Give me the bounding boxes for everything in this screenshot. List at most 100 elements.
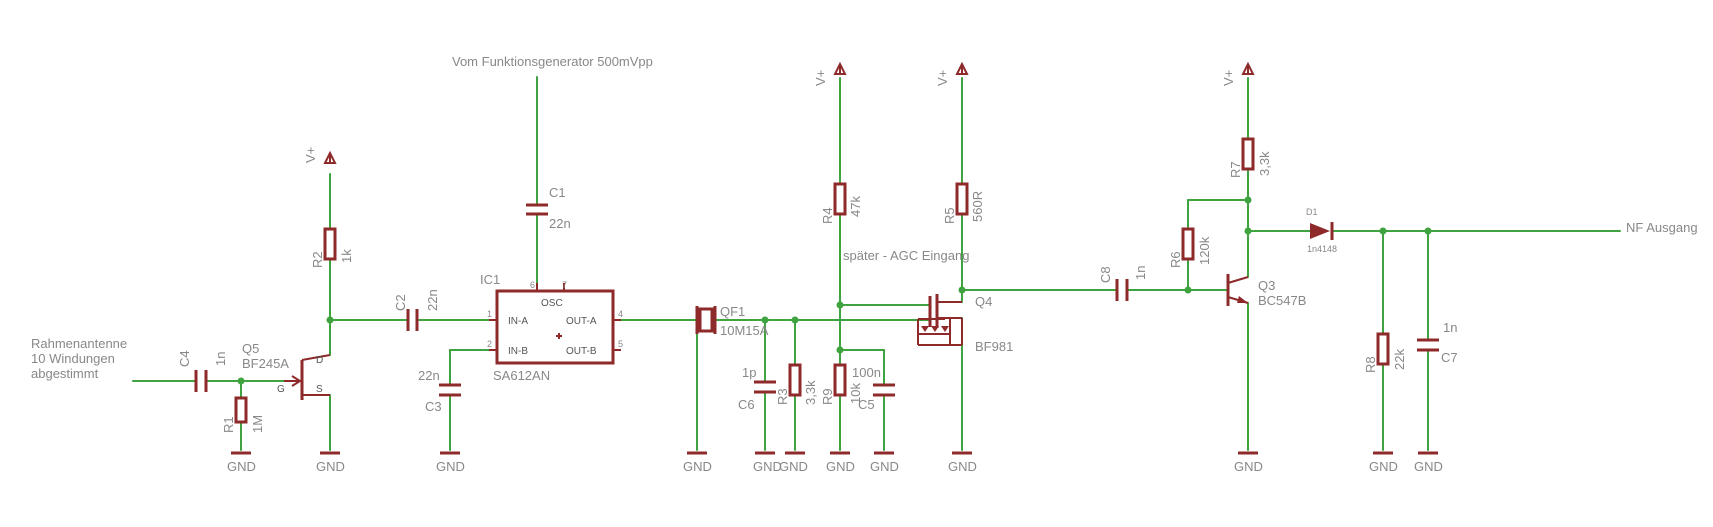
q5-name: Q5 xyxy=(242,341,259,356)
c5-value: 100n xyxy=(852,365,881,380)
resistor-r3: R3 3,3k xyxy=(775,363,818,405)
generator-note: Vom Funktionsgenerator 500mVpp xyxy=(452,54,653,69)
ic1-pin-out-b: OUT-B xyxy=(566,346,597,357)
r7-name: R7 xyxy=(1228,161,1243,178)
gnd-label: GND xyxy=(1369,459,1398,474)
vplus-r5: V+ xyxy=(935,63,968,86)
vplus-label: V+ xyxy=(303,147,318,163)
capacitor-c2: C2 22n xyxy=(393,289,440,331)
c1-name: C1 xyxy=(549,185,566,200)
q5-pin-s: S xyxy=(316,384,323,395)
c8-value: 1n xyxy=(1133,266,1148,280)
vplus-label: V+ xyxy=(935,70,950,86)
r9-value: 10k xyxy=(848,383,863,404)
c3-value: 22n xyxy=(418,368,440,383)
junctions xyxy=(237,196,1432,385)
gnd-label: GND xyxy=(1414,459,1443,474)
q3-value: BC547B xyxy=(1258,293,1306,308)
d1-value: 1n4148 xyxy=(1307,244,1337,254)
r7-value: 3,3k xyxy=(1257,151,1272,176)
gnd-label: GND xyxy=(683,459,712,474)
q5-pin-d: D xyxy=(316,355,323,366)
r8-value: 22k xyxy=(1392,349,1407,370)
r4-value: 47k xyxy=(848,196,863,217)
gnd-label: GND xyxy=(227,459,256,474)
c6-name: C6 xyxy=(738,397,755,412)
ic1-pin-5: 5 xyxy=(618,339,623,349)
ic1-pin-2: 2 xyxy=(487,339,492,349)
r1-value: 1M xyxy=(250,415,265,433)
capacitor-c5: 100n C5 xyxy=(852,365,895,412)
resistor-r8: R8 22k xyxy=(1363,332,1407,373)
r9-name: R9 xyxy=(820,388,835,405)
crystal-qf1: QF1 10M15A xyxy=(695,304,769,338)
d1-name: D1 xyxy=(1306,207,1318,217)
ic1-pin-7: 7 xyxy=(562,280,567,290)
vplus-r4: V+ xyxy=(813,63,846,86)
gnd-label: GND xyxy=(826,459,855,474)
gnd-label: GND xyxy=(1234,459,1263,474)
resistor-r1: R1 1M xyxy=(221,396,265,433)
jfet-q5: D G S Q5 BF245A xyxy=(242,341,331,400)
antenna-note-line2: 10 Windungen xyxy=(31,351,115,366)
c2-value: 22n xyxy=(425,289,440,311)
r8-name: R8 xyxy=(1363,356,1378,373)
ic1-pin-6: 6 xyxy=(530,280,535,290)
resistor-r4: R4 47k xyxy=(820,182,863,224)
vplus-q5: V+ xyxy=(303,147,336,164)
ic1-pin-in-b: IN-B xyxy=(508,346,528,357)
r5-value: 560R xyxy=(970,191,985,222)
ic1-pin-osc: OSC xyxy=(541,298,563,309)
q5-pin-g: G xyxy=(277,384,285,395)
q4-name: Q4 xyxy=(975,294,992,309)
capacitor-c8: C8 1n xyxy=(1098,266,1148,301)
vplus-label: V+ xyxy=(1221,70,1236,86)
output-note: NF Ausgang xyxy=(1626,220,1698,235)
q5-value: BF245A xyxy=(242,356,289,371)
ic1-pin-in-a: IN-A xyxy=(508,316,528,327)
q4-value: BF981 xyxy=(975,339,1013,354)
r1-name: R1 xyxy=(221,416,236,433)
resistor-r7: R7 3,3k xyxy=(1228,137,1272,178)
capacitor-c4: C4 1n xyxy=(177,350,228,392)
r2-name: R2 xyxy=(310,251,325,268)
gnd-label: GND xyxy=(436,459,465,474)
gnd-label: GND xyxy=(870,459,899,474)
qf1-value: 10M15A xyxy=(720,323,769,338)
ic1-pin-4: 4 xyxy=(618,309,623,319)
c4-name: C4 xyxy=(177,350,192,367)
ic-ic1: IC1 SA612AN OSC IN-A IN-B OUT-A OUT-B 1 … xyxy=(480,272,623,383)
q3-name: Q3 xyxy=(1258,278,1275,293)
r6-name: R6 xyxy=(1168,251,1183,268)
c3-name: C3 xyxy=(425,399,442,414)
mosfet-q4: Q4 BF981 xyxy=(917,294,1013,354)
r6-value: 120k xyxy=(1197,236,1212,265)
r3-name: R3 xyxy=(775,388,790,405)
vplus-r7: V+ xyxy=(1221,63,1254,86)
antenna-note-line1: Rahmenantenne xyxy=(31,336,127,351)
gnd-label: GND xyxy=(948,459,977,474)
c7-value: 1n xyxy=(1443,320,1457,335)
c2-name: C2 xyxy=(393,294,408,311)
c7-name: C7 xyxy=(1441,350,1458,365)
c6-value: 1p xyxy=(742,365,756,380)
transistor-q3: Q3 BC547B xyxy=(1226,274,1306,308)
gnd-label: GND xyxy=(316,459,345,474)
ic1-pin-1: 1 xyxy=(487,309,492,319)
diode-d1: D1 1n4148 xyxy=(1306,207,1337,254)
capacitor-c1: C1 22n xyxy=(526,185,571,231)
r2-value: 1k xyxy=(339,249,354,263)
ic1-name: IC1 xyxy=(480,272,500,287)
capacitor-c6: 1p C6 xyxy=(738,365,776,412)
resistor-r2: R2 1k xyxy=(310,227,354,268)
resistor-r6: R6 120k xyxy=(1168,227,1212,268)
r3-value: 3,3k xyxy=(803,380,818,405)
resistor-r9: R9 10k xyxy=(820,363,863,405)
ic1-pin-out-a: OUT-A xyxy=(566,316,597,327)
capacitor-c3: 22n C3 xyxy=(418,368,461,414)
wires xyxy=(132,76,1621,451)
gnd-symbols: GND GND GND GND GND GND GND GND GND GND … xyxy=(227,451,1443,474)
c4-value: 1n xyxy=(213,352,228,366)
agc-note: später - AGC Eingang xyxy=(843,248,969,263)
